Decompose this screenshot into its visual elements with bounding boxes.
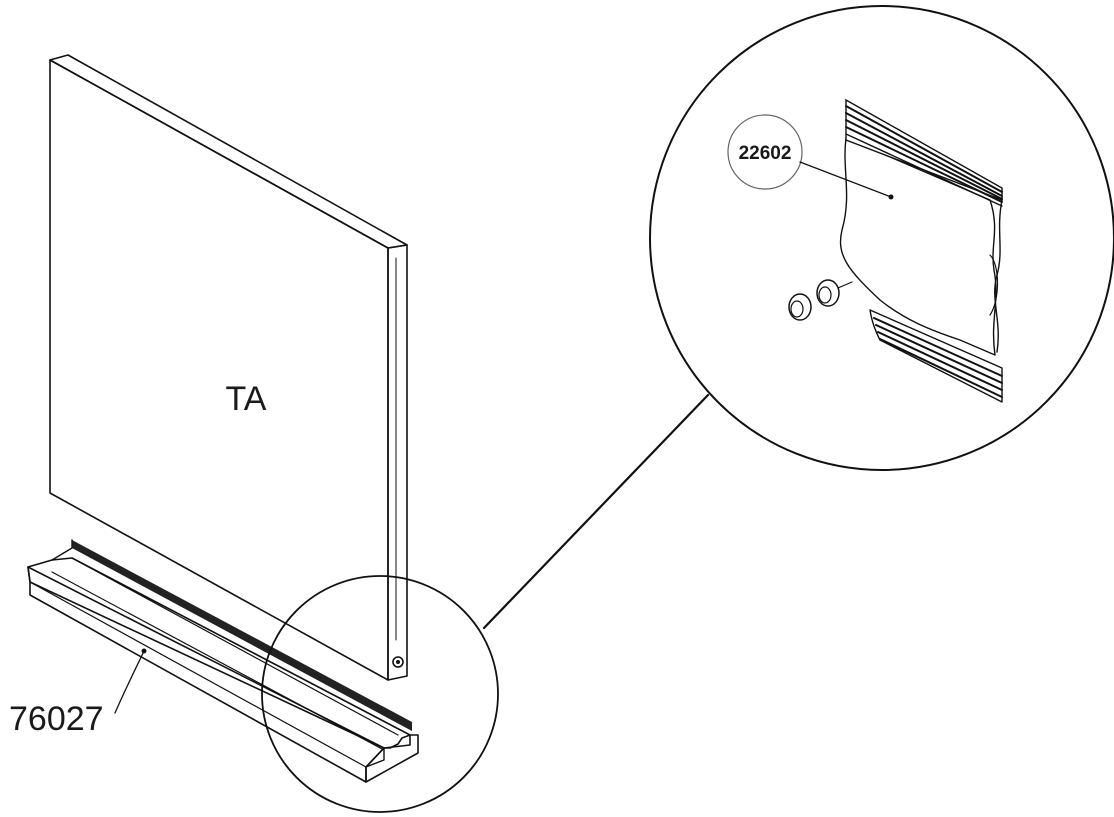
bag-stripe-top-1 <box>845 105 1003 193</box>
detail-circle <box>649 5 1114 471</box>
rail-end-notch <box>365 747 385 768</box>
rail-76027 <box>27 539 419 783</box>
rail-groove-line-1 <box>71 557 399 736</box>
panel-top-edge <box>49 54 408 249</box>
rail-part-label: 76027 <box>9 700 104 738</box>
part-label-circle <box>727 114 803 190</box>
bag-stripe-bottom-1 <box>873 317 1003 377</box>
dowel-left-icon <box>788 293 812 321</box>
detail-part-label: 22602 <box>739 143 792 164</box>
panel-dowel-hole-inner <box>396 660 400 664</box>
fitting-bag <box>839 98 1003 403</box>
rail-leader-line <box>114 650 145 714</box>
rail-groove-wall <box>51 539 73 561</box>
rail-front-line <box>29 581 367 768</box>
rail-end-profile <box>365 734 419 783</box>
bag-body <box>839 137 997 356</box>
bag-stripe-bottom-4 <box>879 338 1003 398</box>
panel-side-edge <box>387 244 408 681</box>
rail-groove-dark <box>72 540 412 731</box>
bag-stripe-top-3 <box>845 119 1003 200</box>
panel-ta <box>49 54 408 681</box>
detail-connector-line <box>482 393 710 630</box>
bag-stripe-bottom-3 <box>877 331 1003 391</box>
zoom-source-circle <box>261 575 499 813</box>
bag-stripe-top-4 <box>845 126 1003 203</box>
dowel-left-inner <box>790 300 804 318</box>
bag-stripe-bottom-2 <box>875 324 1003 384</box>
detail-view: 22602 <box>649 5 1114 471</box>
rail-front-face <box>27 566 385 783</box>
dowel-link-line <box>837 281 853 289</box>
bag-stripe-top-5 <box>845 133 1003 207</box>
bag-stripe-top-2 <box>845 112 1003 197</box>
part-label-leader <box>799 161 892 198</box>
dowel-right-icon <box>816 279 840 307</box>
panel-face <box>49 59 389 681</box>
rail-top-face <box>27 557 411 749</box>
dowel-pair <box>788 279 853 321</box>
panel-label: TA <box>226 380 267 418</box>
rail-groove-line-2 <box>51 571 385 751</box>
rail-leader-dot <box>141 648 147 654</box>
bag-right-crinkle <box>989 254 999 316</box>
dowel-right-inner <box>818 286 832 304</box>
bag-bottom-stripes <box>869 309 1003 403</box>
